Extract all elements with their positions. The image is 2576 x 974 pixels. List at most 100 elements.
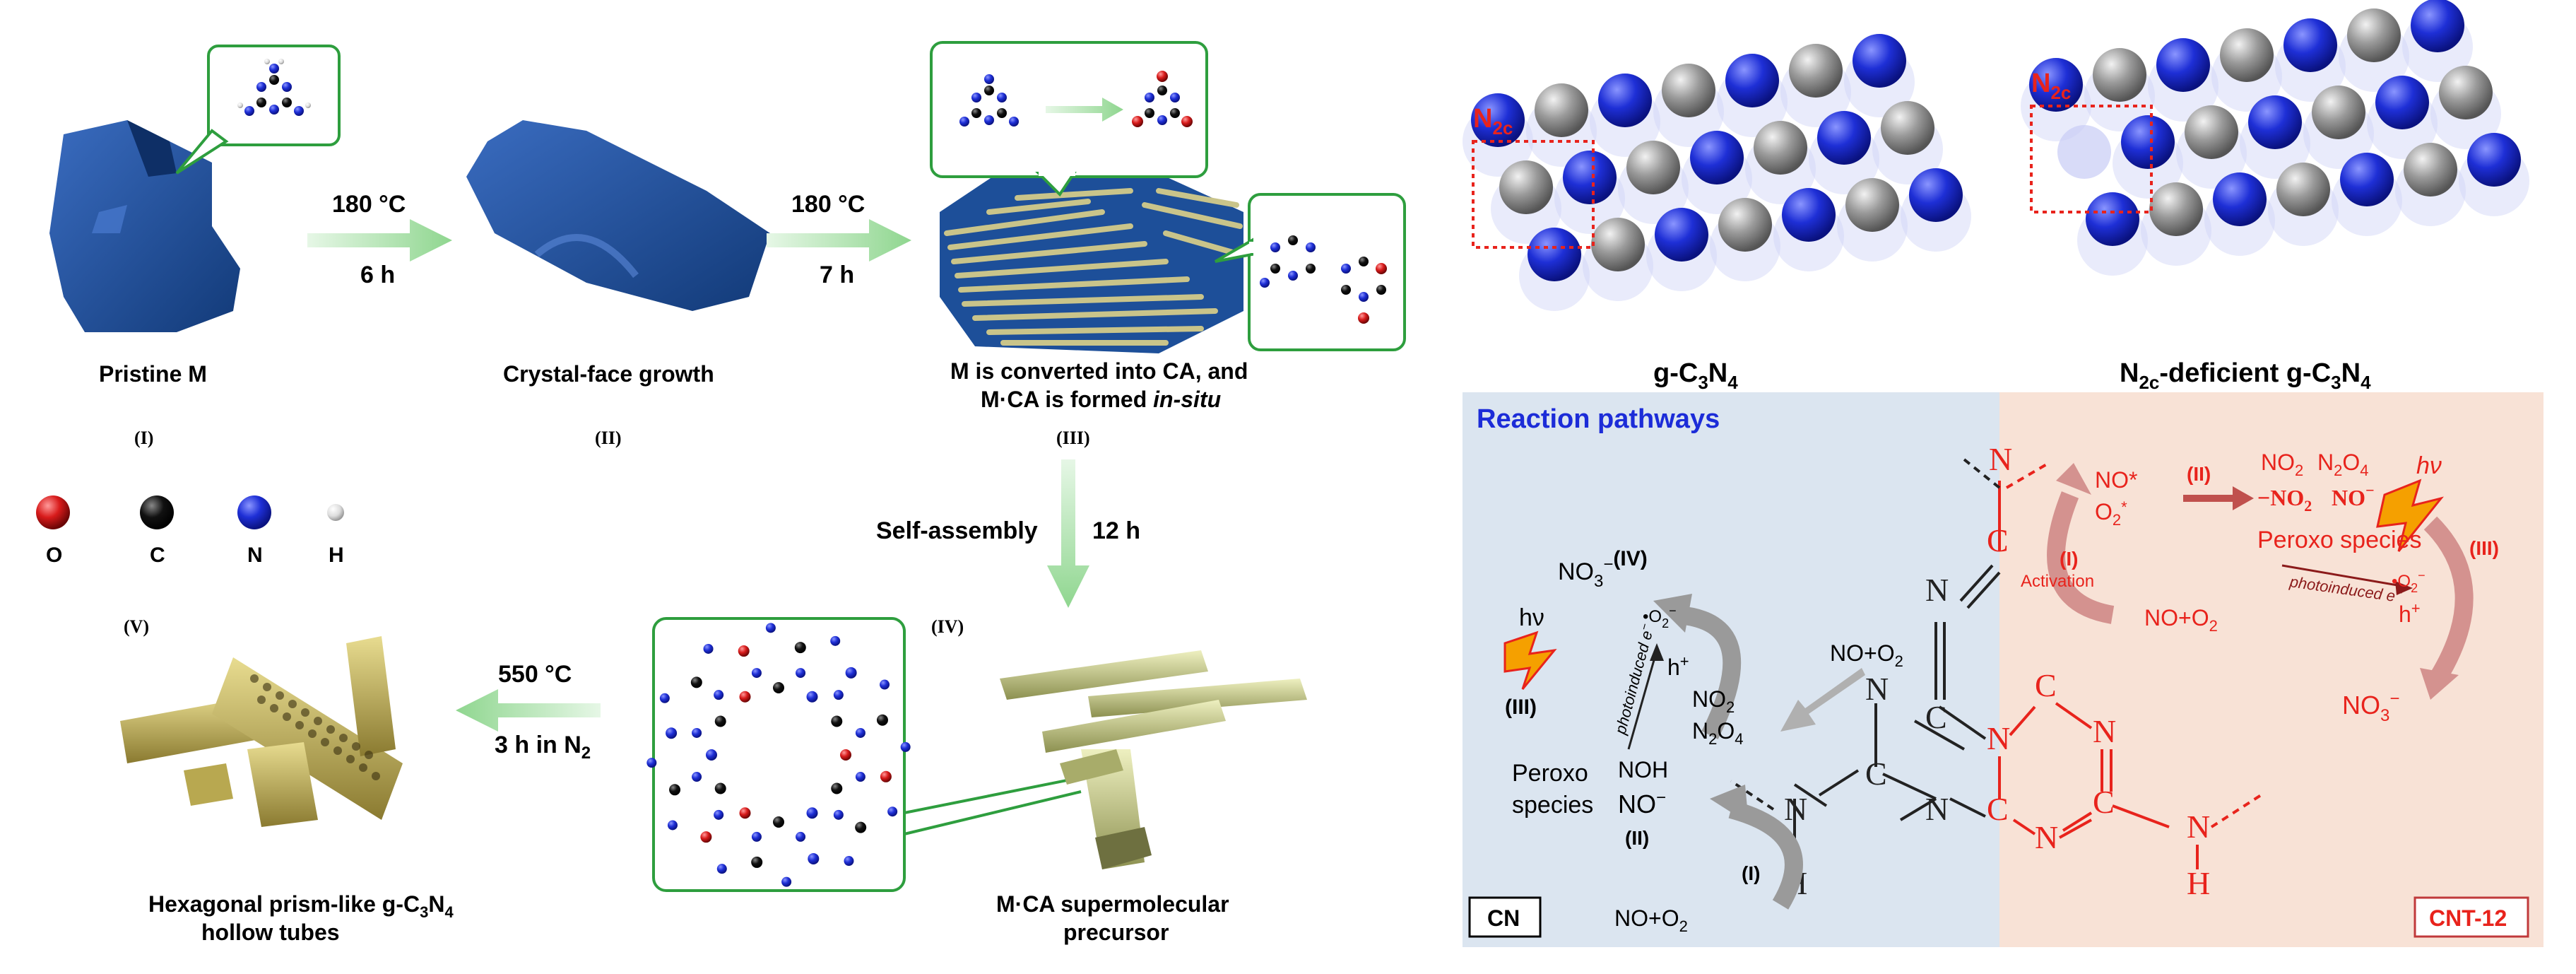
nitrogen-atom <box>2340 153 2394 206</box>
cnt-straight-arrow <box>2183 486 2254 510</box>
svg-text:N2O4: N2O4 <box>1692 718 1744 748</box>
stage-iv-caption-2: precursor <box>1063 920 1169 945</box>
network-atom <box>714 782 726 794</box>
svg-text:C: C <box>1987 522 2009 558</box>
stage-ii-caption: Crystal-face growth <box>503 361 714 387</box>
tube-hole <box>276 691 284 700</box>
carbon-atom <box>1718 198 1772 252</box>
svg-text:h+: h+ <box>2399 599 2421 627</box>
self-assembly-label: Self-assembly <box>876 517 1038 544</box>
carbon-atom <box>2093 48 2146 102</box>
tube-hole <box>372 772 380 780</box>
carbon-atom <box>1754 121 1807 175</box>
svg-text:NOH: NOH <box>1618 757 1668 782</box>
m-to-ca-inset <box>930 41 1208 197</box>
nitrogen-atom <box>2411 0 2464 52</box>
nitrogen-atom <box>2283 18 2337 72</box>
nitrogen-atom <box>1853 34 1906 88</box>
network-atom <box>716 864 727 874</box>
cn-box-label: CN <box>1487 905 1520 931</box>
carbon-atom <box>2439 66 2493 119</box>
stage-ii-roman: (II) <box>595 428 622 448</box>
reaction-pathways-title: Reaction pathways <box>1477 404 1720 434</box>
nitrogen-atom <box>1690 131 1744 184</box>
tube-hole <box>283 712 291 721</box>
nitrogen-atom <box>2375 76 2429 129</box>
network-atom <box>692 772 702 782</box>
step1-time: 6 h <box>360 262 395 288</box>
carbon-atom <box>2220 28 2274 82</box>
svg-text:hν: hν <box>2416 452 2442 479</box>
network-atom <box>739 807 751 819</box>
cnt-box <box>2413 896 2529 938</box>
network-atom <box>714 809 724 820</box>
cn-photo-arrowhead <box>1650 643 1664 661</box>
stage-iii-roman: (III) <box>1056 428 1090 448</box>
network-atom <box>751 831 762 842</box>
carbon-atom <box>1662 64 1715 117</box>
nitrogen-atom <box>2213 172 2267 226</box>
stage-iii-caption-2: M·CA is formed in-situ <box>981 387 1221 412</box>
network-atom <box>646 758 657 768</box>
atom-legend-n-label: N <box>247 544 263 567</box>
n2c-deficient-label: N2c-deficient g-C3N4 <box>2120 358 2371 393</box>
svg-text:(III): (III) <box>1505 696 1537 719</box>
tube-hole <box>257 696 266 704</box>
stage-iii-caption-1: M is converted into CA, and <box>950 358 1248 384</box>
atom-legend-o-label: O <box>46 544 62 567</box>
network-atom <box>831 782 843 794</box>
carbon-atom <box>2312 86 2365 139</box>
carbon-atom <box>1626 141 1680 194</box>
svg-text:NO−: NO− <box>2332 481 2375 510</box>
network-atom <box>690 676 702 688</box>
svg-text:h+: h+ <box>1667 652 1689 680</box>
svg-text:C: C <box>1925 699 1947 735</box>
pristine-m-crystal <box>49 120 240 332</box>
cn-curved-arrow-bottom <box>1728 800 1803 910</box>
cn-arrowhead-bottom <box>1710 785 1749 823</box>
svg-text:N2c: N2c <box>1473 104 1513 139</box>
atom-legend-n-ball <box>237 495 271 529</box>
svg-text:NO+O2: NO+O2 <box>2144 605 2218 635</box>
stage-iv-roman: (IV) <box>931 616 964 637</box>
network-atom <box>794 642 806 654</box>
network-atom <box>845 667 857 679</box>
n2c-deficient-structure: N2c <box>2007 0 2536 343</box>
nitrogen-atom <box>2086 192 2139 246</box>
svg-text:(II): (II) <box>2187 463 2211 485</box>
mca-pair-inset <box>1215 193 1406 351</box>
stage-v-caption-2: hollow tubes <box>201 920 340 945</box>
process-arrow-2 <box>767 219 911 262</box>
network-atom <box>773 682 784 693</box>
network-atom <box>880 770 892 782</box>
melamine-inset <box>175 45 341 175</box>
tube-hole <box>270 704 278 712</box>
svg-text:(I): (I) <box>1742 862 1760 884</box>
cnt-curved-arrow-left <box>2047 491 2115 624</box>
nitrogen-atom <box>1598 74 1652 127</box>
network-atom <box>692 727 702 738</box>
atom-legend-h-label: H <box>329 544 344 567</box>
svg-text:N: N <box>2035 819 2058 855</box>
cnt-lightning-icon <box>2376 479 2444 552</box>
tube-hole <box>326 725 335 734</box>
svg-text:NO−: NO− <box>1618 788 1666 818</box>
tube-hole <box>250 674 259 683</box>
svg-text:•O2−: •O2− <box>2392 568 2426 595</box>
svg-text:hν: hν <box>1519 604 1544 631</box>
svg-text:N: N <box>2187 809 2210 845</box>
svg-text:•O2−: •O2− <box>1643 604 1677 630</box>
svg-text:NO2: NO2 <box>1692 686 1735 716</box>
network-atom <box>666 727 678 739</box>
svg-text:N2c: N2c <box>2031 69 2071 103</box>
nitrogen-atom <box>2121 115 2175 169</box>
tube-hole <box>263 683 271 691</box>
nitrogen-atom <box>2029 58 2083 112</box>
cn-arrowhead-top <box>1653 594 1692 633</box>
carbon-atom <box>1845 178 1899 232</box>
carbon-atom <box>1591 218 1645 271</box>
stage-i-caption: Pristine M <box>99 361 207 387</box>
carbon-atom <box>2185 105 2238 159</box>
